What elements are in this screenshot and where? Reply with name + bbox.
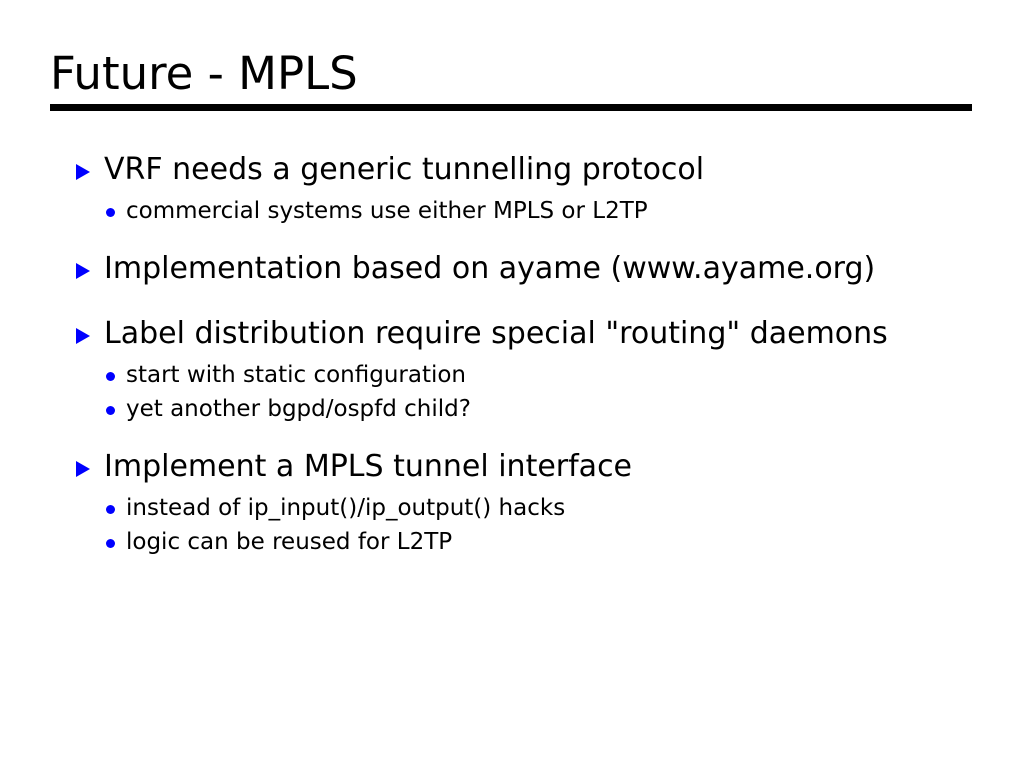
triangle-right-icon [76,328,90,344]
bullet-group: VRF needs a generic tunnelling protocol … [0,145,1024,228]
bullet-item-level2: yet another bgpd/ospfd child? [0,392,1024,426]
triangle-right-icon [76,164,90,180]
triangle-right-icon [76,263,90,279]
bullet-item-level2: start with static configuration [0,358,1024,392]
slide-header: Future - MPLS [50,48,972,111]
bullet-text: instead of ip_input()/ip_output() hacks [126,495,566,521]
bullet-text: commercial systems use either MPLS or L2… [126,198,648,224]
dot-icon [106,539,115,548]
bullet-text: logic can be reused for L2TP [126,529,453,555]
bullet-group: Implement a MPLS tunnel interface instea… [0,442,1024,559]
sub-bullet-list: start with static configuration yet anot… [0,358,1024,426]
bullet-item-level1: Label distribution require special "rout… [0,309,934,358]
page-title: Future - MPLS [50,47,358,100]
bullet-group: Label distribution require special "rout… [0,309,1024,426]
bullet-text: VRF needs a generic tunnelling protocol [104,152,705,187]
sub-bullet-list: commercial systems use either MPLS or L2… [0,194,1024,228]
bullet-item-level2: instead of ip_input()/ip_output() hacks [0,491,1024,525]
bullet-text: start with static configuration [126,362,467,388]
bullet-text: yet another bgpd/ospfd child? [126,396,471,422]
bullet-item-level1: VRF needs a generic tunnelling protocol [0,145,934,194]
bullet-item-level1: Implementation based on ayame (www.ayame… [0,244,934,293]
triangle-right-icon [76,461,90,477]
dot-icon [106,505,115,514]
sub-bullet-list: instead of ip_input()/ip_output() hacks … [0,491,1024,559]
slide-body: VRF needs a generic tunnelling protocol … [0,145,1024,559]
bullet-text: Implement a MPLS tunnel interface [104,449,633,484]
bullet-item-level2: logic can be reused for L2TP [0,525,1024,559]
bullet-text: Label distribution require special "rout… [104,316,888,351]
bullet-item-level1: Implement a MPLS tunnel interface [0,442,934,491]
dot-icon [106,372,115,381]
bullet-item-level2: commercial systems use either MPLS or L2… [0,194,1024,228]
dot-icon [106,406,115,415]
title-divider [50,104,972,111]
bullet-group: Implementation based on ayame (www.ayame… [0,244,1024,293]
bullet-text: Implementation based on ayame (www.ayame… [104,251,876,286]
dot-icon [106,208,115,217]
